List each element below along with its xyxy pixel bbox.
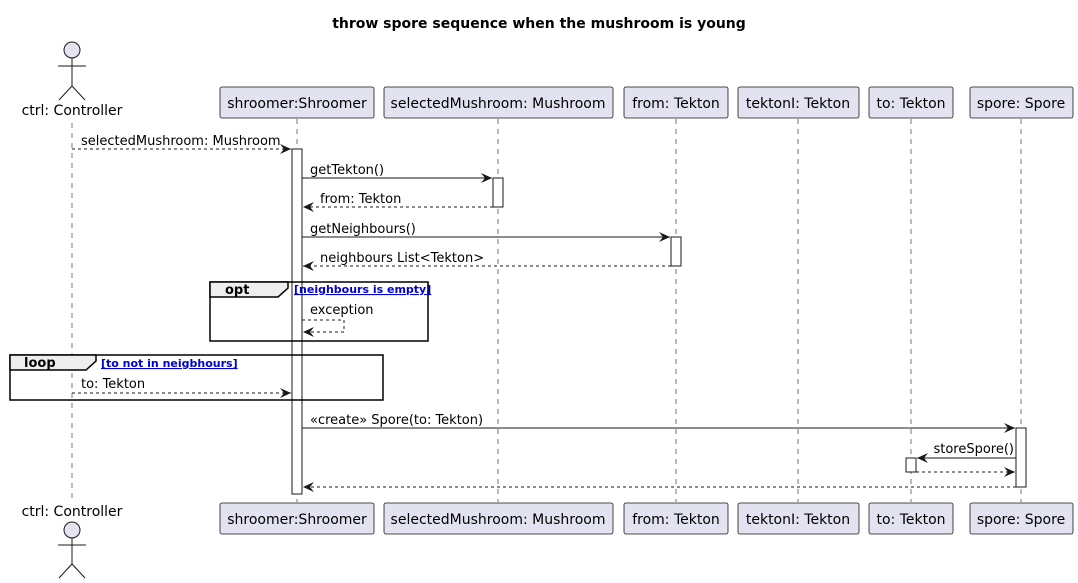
participant-label-spore: spore: Spore [977, 96, 1065, 112]
message-label-m1: selectedMushroom: Mushroom [81, 134, 281, 149]
participant-label-shroomer-bottom: shroomer:Shroomer [227, 512, 367, 528]
message-label-m7: to: Tekton [81, 377, 145, 392]
participant-box-spore-bottom [969, 502, 1074, 535]
fragment-opt-guard: [neighbours is empty] [294, 283, 431, 296]
participant-label-mushroom: selectedMushroom: Mushroom [391, 96, 606, 112]
participant-label-shroomer: shroomer:Shroomer [227, 96, 367, 112]
message-label-m5: neighbours List<Tekton> [320, 251, 484, 266]
diagram-title: throw spore sequence when the mushroom i… [332, 16, 746, 32]
actor-ctrl-top: ctrl: Controller [22, 41, 123, 119]
fragment-opt-label: opt [225, 283, 249, 298]
participant-box-to [868, 86, 954, 119]
fragment-opt-frame [209, 281, 429, 342]
participants-bottom: ctrl: Controller shroomer:Shroomer selec… [22, 502, 1074, 579]
message-arrowhead-m6 [303, 327, 314, 337]
participant-label-tektonI-bottom: tektonI: Tekton [746, 512, 850, 528]
participant-label-to: to: Tekton [876, 96, 945, 112]
actor-head [63, 521, 81, 539]
participant-box-mushroom-bottom [383, 502, 614, 535]
message-label-m6: exception [310, 303, 374, 318]
activation-from [670, 236, 682, 267]
participant-box-tektonI-bottom [737, 502, 860, 535]
message-label-m3: from: Tekton [320, 192, 401, 207]
activation-mushroom [492, 177, 504, 208]
fragment-loop: loop [to not in neigbhours] [9, 354, 384, 401]
participant-box-to-bottom [868, 502, 954, 535]
participant-label-mushroom-bottom: selectedMushroom: Mushroom [391, 512, 606, 528]
fragment-loop-guard: [to not in neigbhours] [101, 357, 238, 370]
message-arrow-m6 [302, 319, 345, 333]
participants-top: ctrl: Controller shroomer:Shroomer selec… [22, 41, 1074, 119]
actor-head [63, 41, 81, 59]
messages: selectedMushroom: Mushroom getTekton() f… [72, 134, 1016, 492]
fragment-loop-label: loop [24, 356, 56, 371]
lifelines [71, 119, 1022, 502]
fragment-opt-tab [209, 281, 289, 298]
participant-box-shroomer-bottom [219, 502, 375, 535]
actor-ctrl-bottom: ctrl: Controller [22, 504, 123, 579]
participant-label-from-bottom: from: Tekton [632, 512, 720, 528]
participant-box-shroomer [219, 86, 375, 119]
activation-shroomer [291, 148, 303, 495]
fragment-opt: opt [neighbours is empty] [209, 281, 431, 342]
fragment-loop-frame [9, 354, 384, 401]
participant-box-from-bottom [623, 502, 729, 535]
participant-label-spore-bottom: spore: Spore [977, 512, 1065, 528]
participant-box-mushroom [383, 86, 614, 119]
message-label-m9: storeSpore() [933, 442, 1014, 457]
message-label-m2: getTekton() [310, 163, 384, 178]
participant-box-tektonI [737, 86, 860, 119]
message-label-m8: «create» Spore(to: Tekton) [310, 413, 483, 428]
activation-spore [1015, 427, 1027, 488]
participant-label-ctrl-bottom: ctrl: Controller [22, 504, 123, 520]
message-label-m4: getNeighbours() [310, 222, 416, 237]
participant-label-tektonI: tektonI: Tekton [746, 96, 850, 112]
participant-label-to-bottom: to: Tekton [876, 512, 945, 528]
participant-label-from: from: Tekton [632, 96, 720, 112]
activations [291, 148, 1027, 495]
activation-to [905, 457, 917, 473]
participant-label-ctrl: ctrl: Controller [22, 103, 123, 119]
participant-box-spore [969, 86, 1074, 119]
participant-box-from [623, 86, 729, 119]
fragment-loop-tab [9, 354, 97, 371]
